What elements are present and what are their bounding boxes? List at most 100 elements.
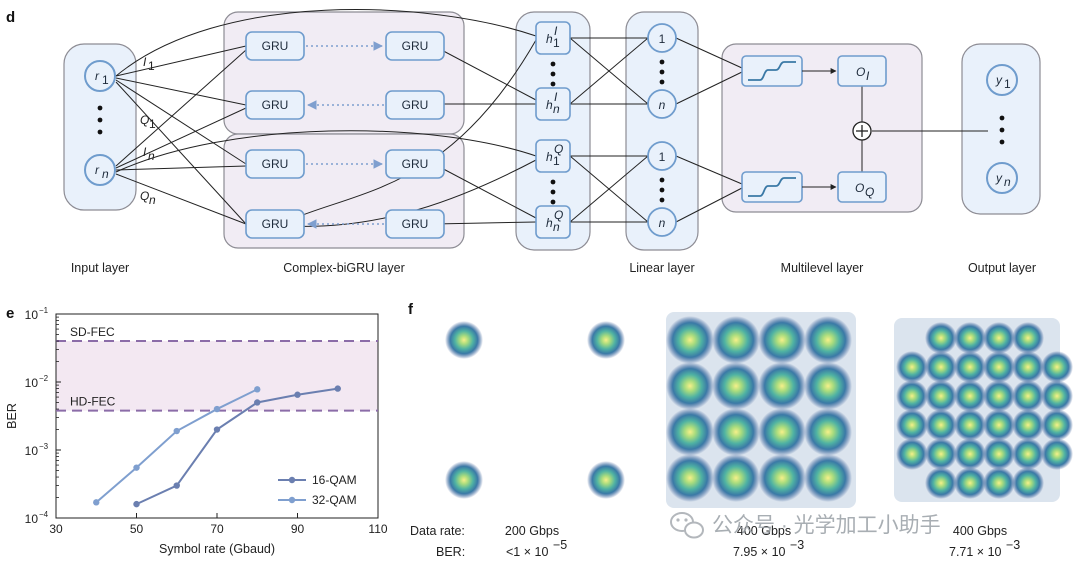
constellation-point (666, 454, 714, 502)
svg-text:Q: Q (865, 185, 874, 199)
col3-rate: 400 Gbps (953, 524, 1007, 538)
panel-letter-d: d (6, 9, 15, 26)
constellation-point (587, 321, 625, 359)
svg-text:h: h (546, 98, 553, 112)
svg-text:GRU: GRU (262, 39, 289, 53)
constellation-point (1041, 351, 1073, 383)
svg-text:h: h (546, 216, 553, 230)
col1-rate: 200 Gbps (505, 524, 559, 538)
svg-text:GRU: GRU (402, 39, 429, 53)
constellation-point (1012, 351, 1044, 383)
y-tick-exponent: −2 (39, 374, 49, 383)
gru-cell: GRU (245, 31, 305, 61)
constellation-point (983, 380, 1015, 412)
label-gru-layer: Complex-biGRU layer (283, 261, 405, 275)
svg-text:n: n (553, 220, 560, 234)
constellations (445, 312, 1073, 508)
svg-text:I: I (554, 90, 558, 104)
constellation-point (925, 380, 957, 412)
watermark: 公众号 · 光学加工小助手 (670, 512, 941, 539)
output-node-y1: y 1 (986, 64, 1018, 96)
constellation-point (758, 316, 806, 364)
data-point (254, 386, 261, 393)
svg-text:GRU: GRU (262, 157, 289, 171)
svg-text:<1 × 10: <1 × 10 (506, 545, 548, 559)
svg-text:I: I (554, 24, 558, 38)
constellation-point (925, 438, 957, 470)
constellation-point (666, 362, 714, 410)
svg-text:n: n (659, 216, 666, 230)
data-point (133, 500, 140, 508)
hidden-hn-I: h n I (535, 87, 571, 121)
constellation-point (445, 461, 483, 499)
constellation-point (1041, 438, 1073, 470)
svg-text:GRU: GRU (402, 157, 429, 171)
constellation-point (1012, 322, 1044, 354)
svg-text:Q: Q (554, 142, 563, 156)
constellation-point (925, 322, 957, 354)
x-tick-label: 30 (49, 522, 63, 536)
gru-cell: GRU (385, 149, 445, 179)
constellation-point (954, 380, 986, 412)
svg-text:GRU: GRU (402, 98, 429, 112)
data-point (334, 385, 341, 392)
hidden-state-box (515, 11, 591, 251)
constellation-point (712, 362, 760, 410)
constellation-point (954, 351, 986, 383)
data-point (93, 499, 100, 506)
constellation-point (925, 409, 957, 441)
constellation-point (1012, 380, 1044, 412)
legend-marker (288, 496, 296, 504)
output-dots (999, 115, 1005, 145)
linear-node: 1 (647, 23, 677, 53)
col1-ber: <1 × 10 −5 (506, 538, 567, 559)
gru-cells: GRU GRU GRU GRU GRU GRU (245, 31, 445, 239)
input-layer-box (63, 43, 137, 211)
linear-node: 1 (647, 141, 677, 171)
svg-text:n: n (149, 193, 156, 207)
svg-text:h: h (546, 150, 553, 164)
constellation-point (954, 438, 986, 470)
gru-cell: GRU (245, 149, 305, 179)
constellation-point (804, 454, 852, 502)
svg-text:Q: Q (140, 189, 149, 203)
constellation-point (712, 454, 760, 502)
svg-text:1: 1 (659, 32, 666, 46)
hidden-dots-bottom (550, 179, 556, 205)
svg-text:1: 1 (1004, 77, 1011, 91)
svg-text:1: 1 (148, 59, 155, 73)
svg-text:O: O (856, 65, 865, 79)
data-point (294, 391, 301, 398)
data-point (173, 427, 180, 435)
svg-text:n: n (102, 167, 109, 181)
col2-ber: 7.95 × 10 −3 (733, 538, 804, 559)
constellation-point (804, 316, 852, 364)
panel-d: d (6, 9, 1041, 275)
constellation-point (925, 467, 957, 499)
x-tick-label: 70 (210, 522, 224, 536)
constellation-point (983, 351, 1015, 383)
watermark-text: 公众号 · 光学加工小助手 (712, 514, 941, 537)
multilevel-activation-bottom (741, 171, 803, 203)
constellation-point (666, 408, 714, 456)
constellation-point (925, 351, 957, 383)
constellation-point (983, 467, 1015, 499)
constellation-point (1041, 380, 1073, 412)
svg-text:GRU: GRU (262, 98, 289, 112)
x-tick-label: 90 (291, 522, 305, 536)
constellation-point (804, 362, 852, 410)
svg-text:1: 1 (659, 150, 666, 164)
output-OI: O I (837, 55, 887, 87)
output-node-yn: y n (986, 162, 1018, 194)
legend-marker (288, 476, 296, 484)
data-point (254, 399, 261, 406)
series-line (136, 387, 338, 506)
gru-cell: GRU (385, 31, 445, 61)
data-point (133, 464, 140, 471)
svg-text:1: 1 (553, 154, 560, 168)
sum-icon (852, 121, 872, 141)
y-tick-label: 10 (25, 444, 39, 458)
constellation-point (587, 461, 625, 499)
